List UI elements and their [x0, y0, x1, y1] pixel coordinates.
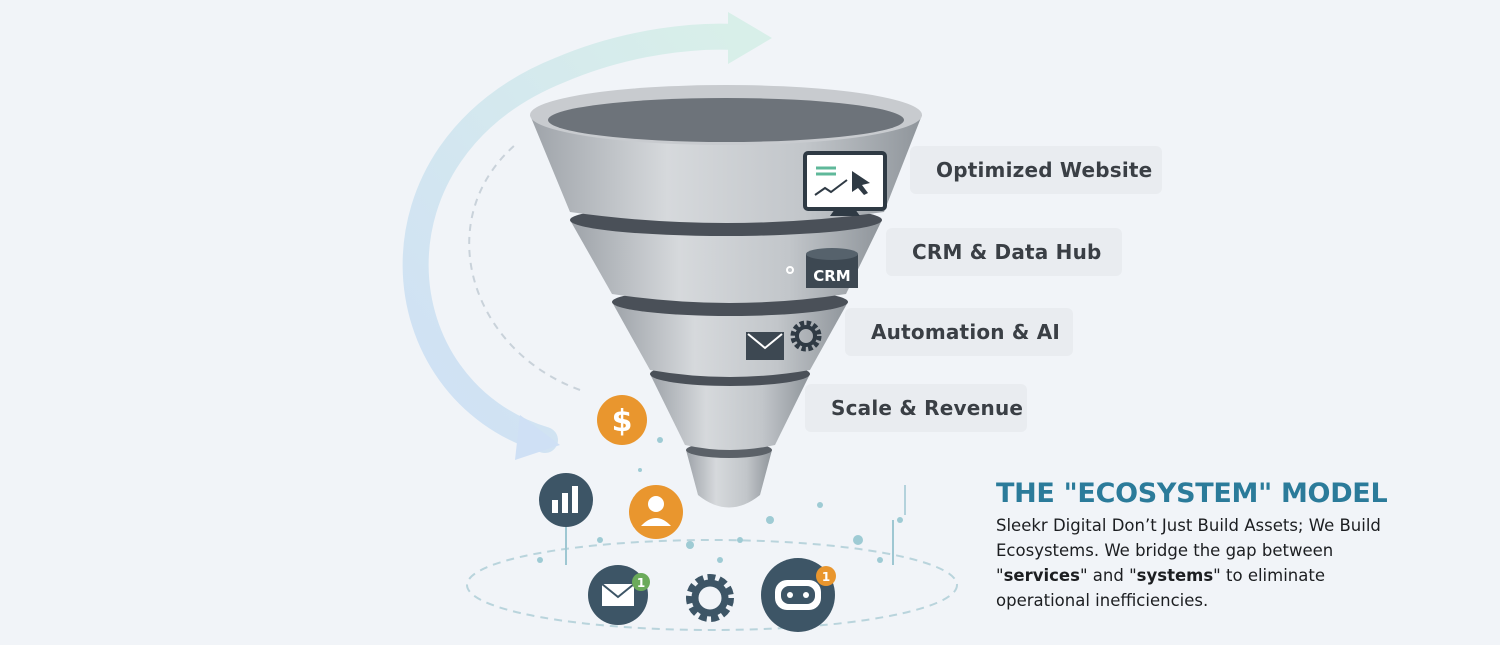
funnel [530, 85, 922, 508]
orbit-ring [466, 539, 958, 631]
stage-label-scale-revenue: Scale & Revenue [805, 384, 1027, 432]
section-body: Sleekr Digital Don’t Just Build Assets; … [996, 516, 1381, 610]
ecosystem-description: THE "ECOSYSTEM" MODEL Sleekr Digital Don… [996, 478, 1416, 613]
bar-chart-icon [539, 473, 593, 565]
scatter-dots [537, 437, 906, 565]
cycle-arrow [402, 12, 772, 460]
stage-label-crm-data-hub: CRM & Data Hub [886, 228, 1122, 276]
section-title: THE "ECOSYSTEM" MODEL [996, 478, 1388, 509]
stage-label-automation-ai: Automation & AI [845, 308, 1073, 356]
dollar-icon: $ [597, 395, 647, 445]
robot-icon: 1 [761, 558, 836, 632]
svg-text:CRM: CRM [813, 267, 851, 285]
database-icon: CRM [786, 248, 858, 288]
svg-text:1: 1 [822, 570, 830, 584]
stage-label-optimized-website: Optimized Website [910, 146, 1162, 194]
svg-text:1: 1 [637, 576, 645, 590]
svg-text:$: $ [612, 404, 633, 439]
mail-icon: 1 [588, 565, 650, 625]
gear-icon [686, 574, 734, 622]
mail-gear-icon [746, 320, 822, 360]
user-icon [629, 485, 683, 539]
monitor-chart-icon [803, 151, 887, 216]
